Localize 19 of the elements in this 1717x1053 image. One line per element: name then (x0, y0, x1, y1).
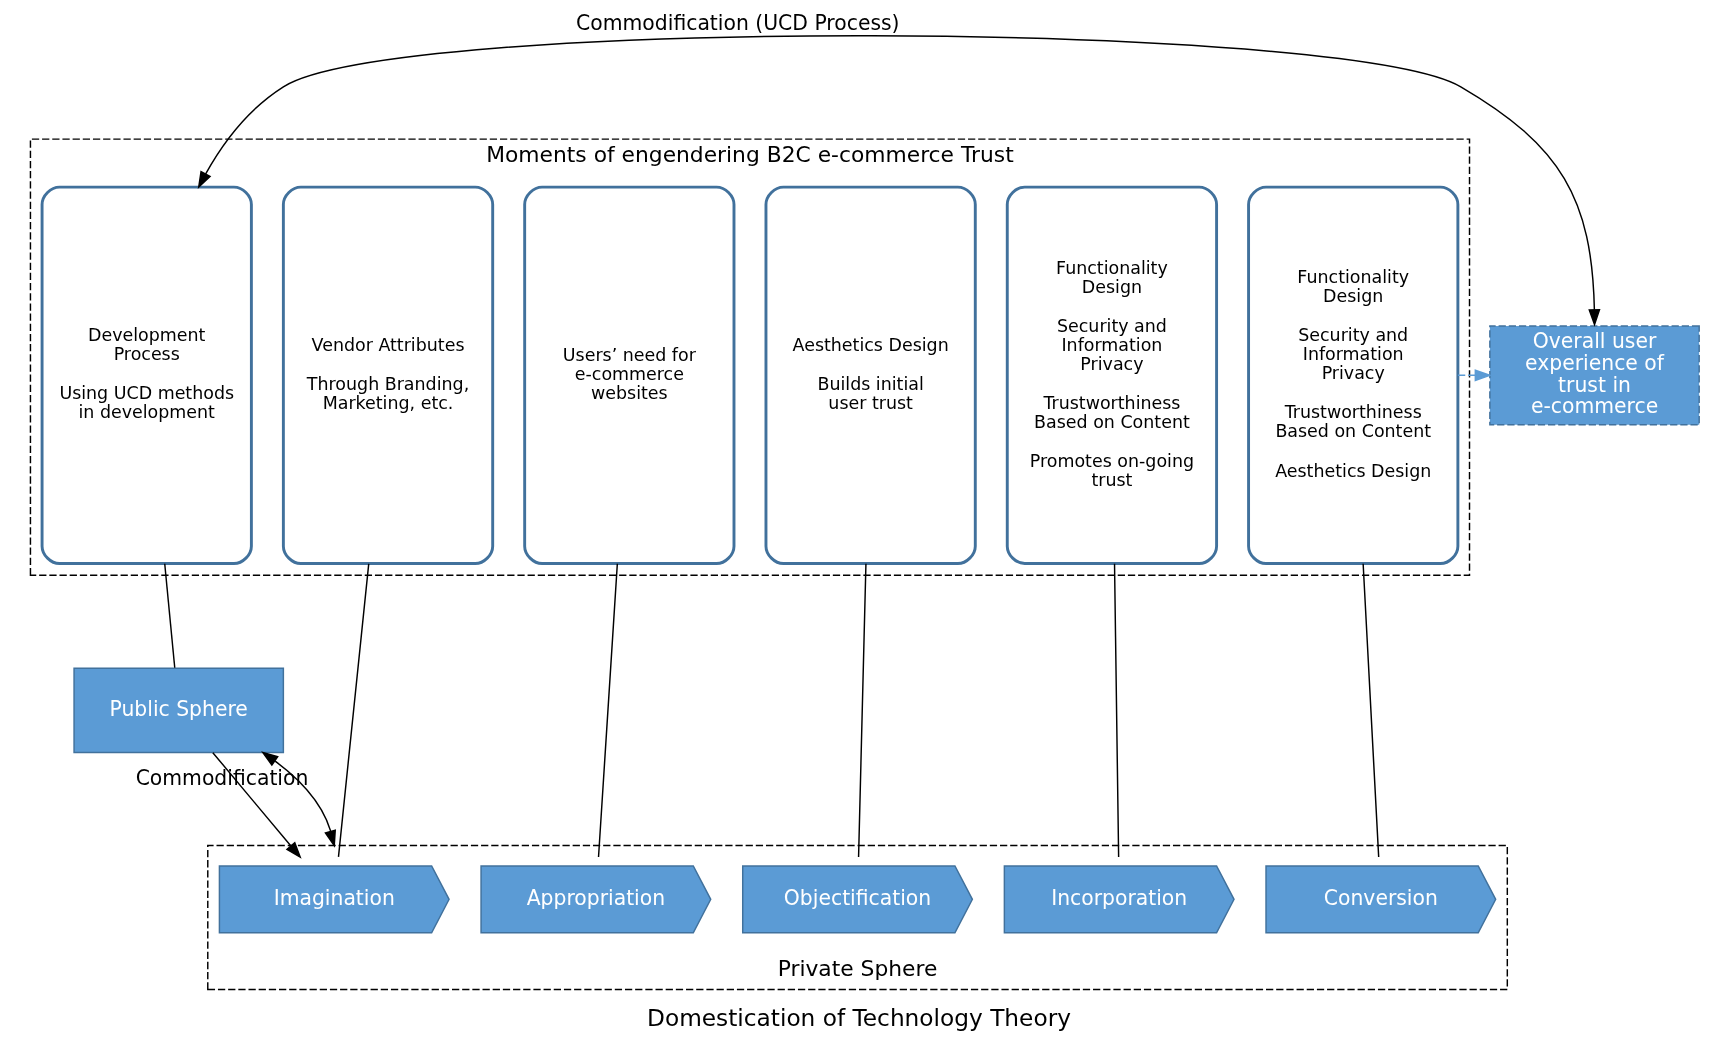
connector (163, 563, 175, 669)
edge-label: Commodification (UCD Process) (575, 11, 900, 36)
arrow (1456, 369, 1492, 382)
connector (857, 563, 867, 858)
arrow (260, 751, 336, 848)
connector (1113, 563, 1119, 858)
node-box: Users’ need for e-commerce websites (522, 185, 735, 566)
node-box: Development Process Using UCD methods in development (40, 185, 253, 566)
connector (1361, 563, 1379, 858)
node-box: Overall user experience of trust in e-commerce (1488, 325, 1700, 426)
node-box: Functionality Design Security and Information Privacy Trustworthiness Based on Content Aesthetics Design (1246, 185, 1459, 566)
node-box: Public Sphere (72, 667, 284, 754)
node-box: Vendor Attributes Through Branding, Marketing, etc. (281, 185, 494, 566)
node-box: Functionality Design Security and Information Privacy Trustworthiness Based on Content Promotes on-going trust (1005, 185, 1218, 566)
arrow (197, 35, 1600, 327)
connector (597, 563, 618, 858)
connector (337, 563, 369, 858)
node-box: Aesthetics Design Builds initial user trust (764, 185, 977, 566)
caption: Domestication of Technology Theory (646, 1003, 1071, 1031)
